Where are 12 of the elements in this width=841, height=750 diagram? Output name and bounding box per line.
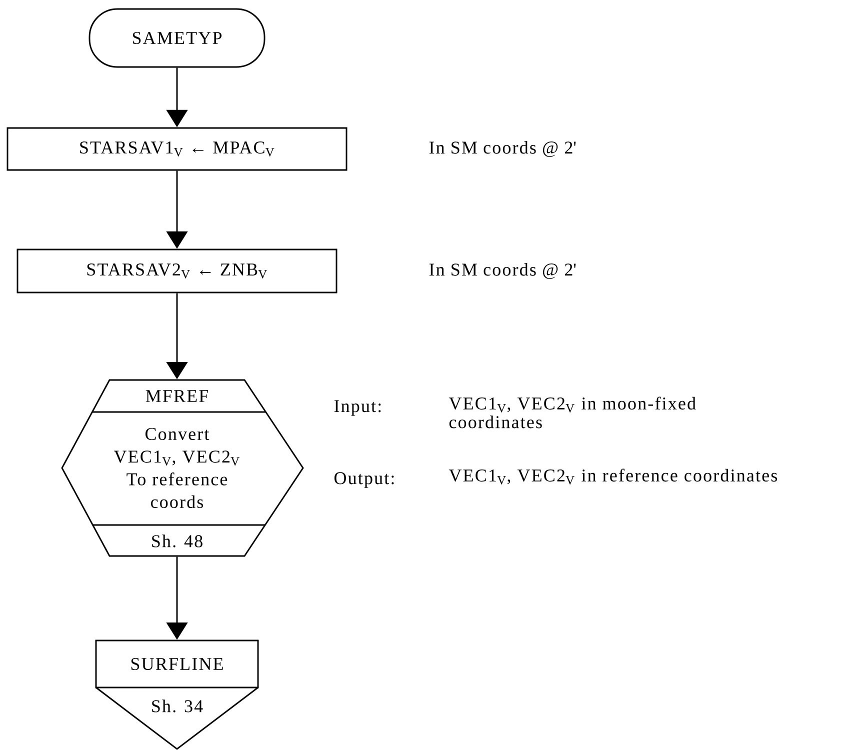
note-text: In SM coords @ 2' [429, 141, 576, 157]
note-text: VEC1$_{V}$, VEC2$_{V}$ in moon-fixed coordinates [448, 396, 696, 428]
note-text: In SM coords @ 2' [429, 263, 576, 279]
terminal-box: SAMETYP [88, 8, 266, 68]
hexagon-box: MFREF Convert VEC1$_{V}$, VEC2$_{V}$ To reference coords Sh. 48 [61, 379, 304, 557]
offpage-connector: SURFLINE Sh. 34 [95, 640, 259, 750]
note-label: Output: [334, 472, 394, 488]
process-box: STARSAV1$_{V}$ ← MPAC$_{V}$ [6, 127, 348, 171]
note-label: Input: [334, 400, 381, 416]
process-box: STARSAV2$_{V}$ ← ZNB$_{V}$ [16, 248, 338, 294]
note-text: VEC1$_{V}$, VEC2$_{V}$ in reference coordinates [448, 468, 778, 484]
node-label: Sh. 34 [152, 700, 203, 712]
